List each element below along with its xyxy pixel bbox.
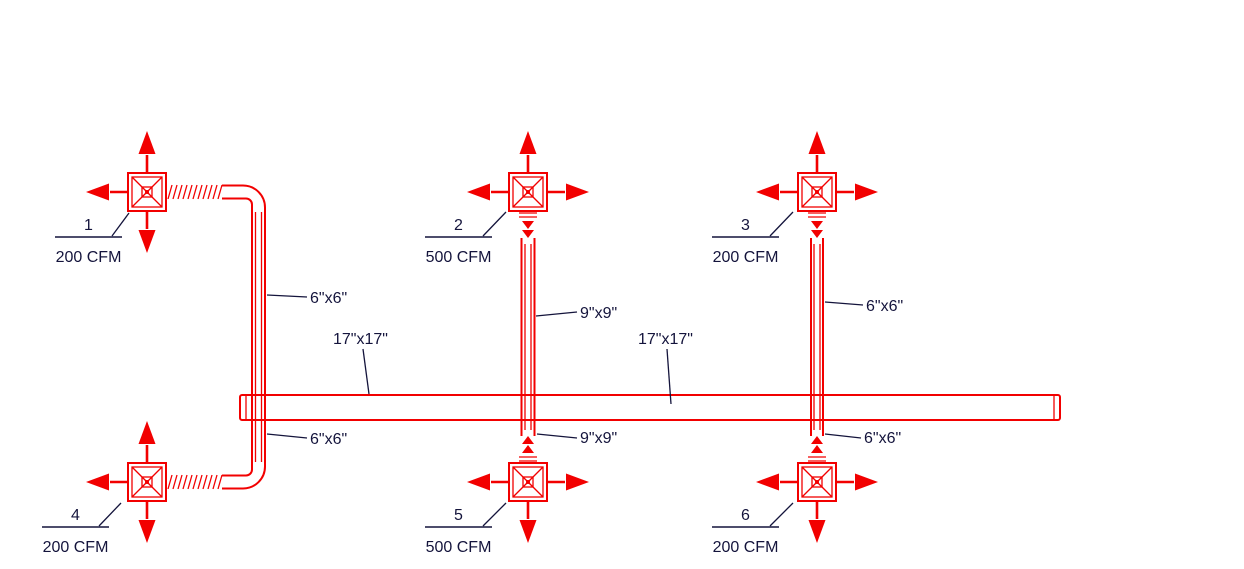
throw-arrow-down-icon: [518, 499, 538, 545]
diffuser-symbol: [797, 462, 837, 502]
diffuser-4: [84, 419, 167, 545]
diffuser-cfm: 500 CFM: [426, 539, 492, 556]
duct-size-annotation-branch2: 9"x9": [535, 305, 617, 322]
leader-line: [362, 348, 370, 395]
duct-size-annotation-branch6: 6"x6": [824, 430, 901, 447]
diffuser-tag-4: 4 200 CFM: [42, 502, 122, 556]
throw-arrow-left-icon: [84, 182, 130, 202]
diffuser-number: 4: [71, 507, 80, 524]
leader-line: [824, 433, 862, 439]
diffuser-symbol: [797, 172, 837, 212]
left-branch-duct: [222, 184, 266, 490]
main-trunk-duct: [239, 394, 1061, 421]
duct-collar: [807, 212, 827, 239]
leader-line: [266, 294, 308, 298]
throw-arrow-left-icon: [754, 182, 800, 202]
throw-arrow-right-icon: [834, 472, 880, 492]
duct-size-label: 17"x17": [638, 331, 693, 348]
leader-line: [824, 301, 864, 306]
diffuser-cfm: 200 CFM: [43, 539, 109, 556]
diffuser-cfm: 200 CFM: [713, 249, 779, 266]
diffuser-number: 5: [454, 507, 463, 524]
duct-size-label: 6"x6": [864, 430, 901, 447]
throw-arrow-down-icon: [137, 499, 157, 545]
right-branch-duct: [810, 238, 824, 436]
throw-arrow-left-icon: [465, 182, 511, 202]
throw-arrow-left-icon: [465, 472, 511, 492]
duct-size-annotation-branch3: 6"x6": [824, 298, 903, 315]
diffuser-symbol: [127, 462, 167, 502]
duct-collar: [518, 212, 538, 239]
throw-arrow-right-icon: [545, 472, 591, 492]
diffuser-tag-3: 3 200 CFM: [712, 211, 794, 266]
duct-size-annotation-branch4: 6"x6": [266, 431, 347, 448]
duct-collar: [807, 435, 827, 462]
diffuser-2: [465, 129, 591, 239]
leader-line: [482, 502, 507, 527]
diffuser-cfm: 500 CFM: [426, 249, 492, 266]
throw-arrow-up-icon: [807, 129, 827, 175]
throw-arrow-down-icon: [807, 499, 827, 545]
duct-size-label: 6"x6": [310, 431, 347, 448]
leader-line: [111, 212, 130, 237]
leader-line: [266, 433, 308, 439]
duct-size-annotation-main-right: 17"x17": [638, 331, 693, 405]
duct-size-label: 9"x9": [580, 305, 617, 322]
diffuser-tag-6: 6 200 CFM: [712, 502, 794, 556]
diffuser-number: 6: [741, 507, 750, 524]
center-branch-duct: [520, 238, 536, 436]
flex-duct-1: [167, 184, 223, 200]
diffuser-tag-2: 2 500 CFM: [425, 211, 507, 266]
duct-size-label: 6"x6": [310, 290, 347, 307]
duct-size-label: 17"x17": [333, 331, 388, 348]
leader-line: [536, 433, 578, 439]
leader-line: [98, 502, 122, 527]
duct-size-label: 9"x9": [580, 430, 617, 447]
duct-size-annotation-main-left: 17"x17": [333, 331, 388, 395]
leader-line: [769, 211, 794, 237]
diffuser-number: 2: [454, 217, 463, 234]
throw-arrow-down-icon: [137, 209, 157, 255]
leader-line: [535, 311, 578, 317]
diffuser-cfm: 200 CFM: [56, 249, 122, 266]
leader-line: [482, 211, 507, 237]
flex-duct-4: [167, 474, 223, 490]
diffuser-tag-1: 1 200 CFM: [55, 212, 130, 266]
diffuser-symbol: [508, 462, 548, 502]
diffuser-number: 1: [84, 217, 93, 234]
duct-size-annotation-branch1: 6"x6": [266, 290, 347, 307]
throw-arrow-left-icon: [754, 472, 800, 492]
throw-arrow-up-icon: [137, 419, 157, 465]
throw-arrow-up-icon: [518, 129, 538, 175]
throw-arrow-up-icon: [137, 129, 157, 175]
diffuser-cfm: 200 CFM: [713, 539, 779, 556]
throw-arrow-right-icon: [834, 182, 880, 202]
leader-line: [769, 502, 794, 527]
duct-size-annotation-branch5: 9"x9": [536, 430, 617, 447]
diffuser-3: [754, 129, 880, 239]
diffuser-symbol: [127, 172, 167, 212]
duct-size-label: 6"x6": [866, 298, 903, 315]
leader-line: [666, 348, 672, 405]
throw-arrow-left-icon: [84, 472, 130, 492]
diffuser-tag-5: 5 500 CFM: [425, 502, 507, 556]
duct-collar: [518, 435, 538, 462]
throw-arrow-right-icon: [545, 182, 591, 202]
diffuser-number: 3: [741, 217, 750, 234]
diffuser-symbol: [508, 172, 548, 212]
diffuser-1: [84, 129, 167, 255]
